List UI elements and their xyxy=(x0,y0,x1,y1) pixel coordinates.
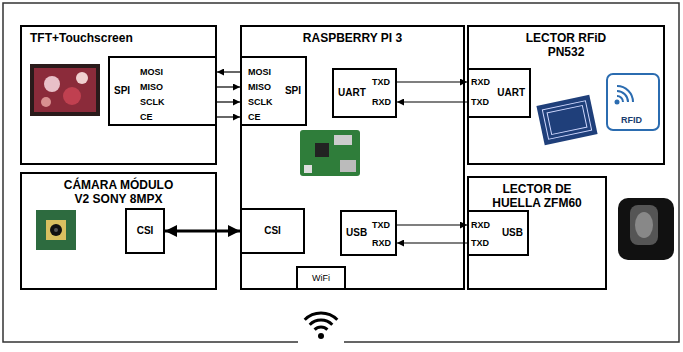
fingerprint-sensor-photo xyxy=(618,198,674,260)
component-box: CÁMARA MÓDULO V2 SONY 8MPX CSI xyxy=(20,172,217,290)
icon-label: RFID xyxy=(621,114,642,126)
camera-module-photo xyxy=(36,210,76,250)
pin-label: MISO xyxy=(140,81,163,93)
component-title: RASPBERRY PI 3 xyxy=(303,31,402,45)
pin-label: TXD xyxy=(471,237,489,249)
pin-label: MISO xyxy=(248,81,271,93)
interface-box: UART xyxy=(467,68,531,118)
signal-arrow xyxy=(397,81,467,82)
interface-box: UART xyxy=(332,68,397,118)
pin-label: TXD xyxy=(372,76,390,88)
pin-label: TXD xyxy=(372,219,390,231)
pin-label: RXD xyxy=(471,219,490,231)
frame-gap xyxy=(298,310,344,350)
tft-screen-photo xyxy=(30,64,100,116)
pin-label: RXD xyxy=(372,237,391,249)
component-title: LECTOR RFiD PN532 xyxy=(519,31,614,59)
component-box: TFT+TouchscreenSPI xyxy=(20,25,217,165)
signal-arrow xyxy=(217,86,240,87)
interface-name: SPI xyxy=(114,85,130,97)
signal-arrow xyxy=(397,242,467,243)
pin-label: MOSI xyxy=(248,66,271,78)
rfid-board-photo xyxy=(536,95,597,145)
interface-box: CSI xyxy=(125,208,165,254)
component-title: TFT+Touchscreen xyxy=(30,31,133,45)
signal-arrow xyxy=(397,224,467,225)
pin-label: MOSI xyxy=(140,66,163,78)
rfid-icon xyxy=(607,74,659,130)
interface-name: UART xyxy=(497,87,525,99)
interface-box: WiFi xyxy=(296,266,346,290)
bus-arrow xyxy=(165,230,240,233)
component-box: RASPBERRY PI 3 SPI UART CSI USB WiFi xyxy=(240,25,465,290)
interface-name: CSI xyxy=(264,225,281,237)
signal-arrow xyxy=(397,101,467,102)
component-title: CÁMARA MÓDULO V2 SONY 8MPX xyxy=(60,178,178,206)
pin-label: CE xyxy=(248,111,261,123)
interface-name: USB xyxy=(502,227,523,239)
pin-label: SCLK xyxy=(248,96,273,108)
component-box: LECTOR DE HUELLA ZFM60USB xyxy=(467,176,607,290)
interface-name: UART xyxy=(338,87,366,99)
interface-name: CSI xyxy=(137,225,154,237)
outer-frame xyxy=(3,3,679,342)
signal-arrow xyxy=(217,116,240,117)
component-title: LECTOR DE HUELLA ZFM60 xyxy=(485,182,590,210)
pin-label: TXD xyxy=(471,96,489,108)
signal-arrow xyxy=(217,71,240,72)
interface-name: WiFi xyxy=(312,272,330,284)
signal-arrow xyxy=(217,101,240,102)
wireless-symbol xyxy=(305,313,338,339)
interface-name: USB xyxy=(346,227,367,239)
interface-box: CSI xyxy=(240,208,305,254)
pin-label: CE xyxy=(140,111,153,123)
pin-label: RXD xyxy=(471,76,490,88)
interface-box: USB xyxy=(467,210,529,256)
pin-label: RXD xyxy=(372,96,391,108)
pin-label: SCLK xyxy=(140,96,165,108)
interface-name: SPI xyxy=(285,85,301,97)
component-box: LECTOR RFiD PN532UART xyxy=(467,25,665,165)
interface-box: USB xyxy=(340,210,397,256)
raspberry-board-photo xyxy=(300,130,360,176)
